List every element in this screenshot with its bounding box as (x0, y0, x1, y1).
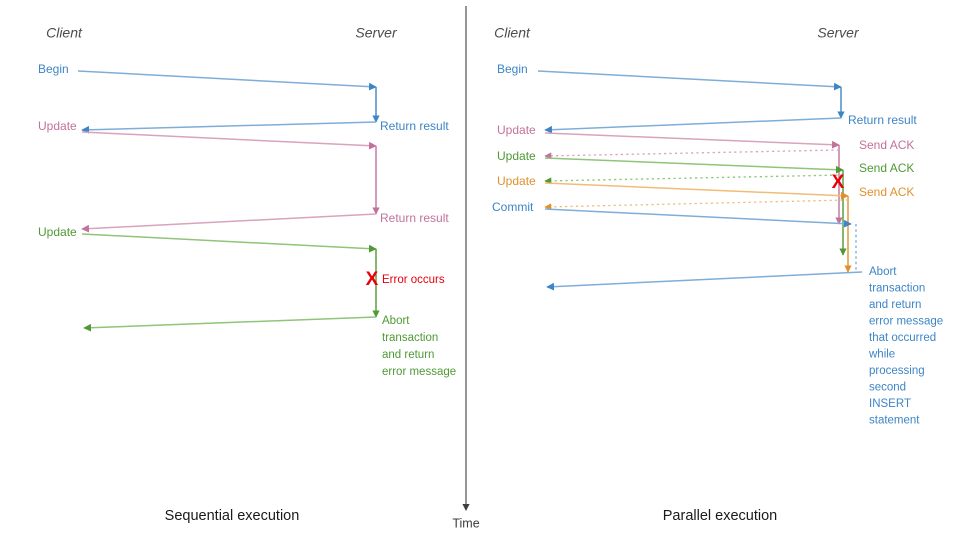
note-line: second (869, 382, 906, 394)
message-arrow (81, 233, 377, 253)
actor-label-server: Server (817, 25, 860, 41)
message-label: Update (38, 225, 77, 239)
message-arrow (81, 131, 377, 150)
panel-divider: Time (452, 6, 480, 530)
abort-note-parallel: Abort transaction and return error message t… (868, 266, 943, 427)
note-line: Abort (869, 266, 897, 278)
message-parallel-5: Send ACK (544, 161, 914, 185)
message-arrow (544, 132, 840, 149)
message-sequential-2: Update (38, 119, 377, 150)
message-label: Send ACK (859, 185, 914, 199)
note-line: that occurred (869, 332, 936, 344)
message-parallel-2: Update (497, 123, 840, 149)
message-sequential-4: Update (38, 225, 377, 253)
message-label: Return result (380, 119, 449, 133)
message-label: Update (38, 119, 77, 133)
message-parallel-7: Send ACK (544, 185, 914, 211)
note-line: Abort (382, 315, 410, 327)
message-parallel-4: Update (497, 149, 844, 174)
abort-note-sequential: Abort transaction and return error message (382, 315, 456, 378)
time-arrowhead (462, 504, 470, 511)
time-axis-label: Time (452, 516, 479, 530)
error-occurs-label: Error occurs (382, 274, 445, 286)
message-arrow (544, 199, 849, 211)
message-parallel-return-0 (546, 271, 863, 291)
message-label: Update (497, 123, 536, 137)
note-line: error message (382, 366, 456, 378)
note-line: statement (869, 415, 920, 427)
message-label: Update (497, 149, 536, 163)
message-arrow (544, 157, 844, 174)
note-line: transaction (869, 283, 925, 295)
message-label: Return result (848, 113, 917, 127)
message-arrow (81, 213, 377, 233)
actor-label-server: Server (355, 25, 398, 41)
message-sequential-1: Return result (81, 119, 449, 134)
message-sequential-3: Return result (81, 211, 449, 233)
message-parallel-3: Send ACK (544, 138, 914, 160)
message-arrow (544, 174, 844, 185)
error-x-icon: X (366, 269, 379, 290)
note-line: and return (382, 349, 434, 361)
message-arrow (81, 121, 377, 134)
message-parallel-1: Return result (544, 113, 917, 134)
error-marker-parallel: X (832, 172, 845, 193)
message-parallel-8: Commit (492, 200, 852, 228)
message-arrow (537, 70, 842, 91)
note-line: and return (869, 299, 921, 311)
actor-label-client: Client (494, 25, 531, 41)
message-arrow (544, 208, 852, 228)
note-line: error message (869, 316, 943, 328)
message-label: Send ACK (859, 161, 914, 175)
error-x-icon: X (832, 172, 845, 193)
message-label: Begin (38, 62, 69, 76)
message-arrow (544, 149, 840, 160)
message-arrow (83, 316, 377, 332)
actor-label-client: Client (46, 25, 83, 41)
message-sequential-0: Begin (38, 62, 377, 91)
note-line: INSERT (869, 398, 911, 410)
message-label: Send ACK (859, 138, 914, 152)
message-label: Return result (380, 211, 449, 225)
panel-caption-parallel: Parallel execution (663, 508, 777, 524)
note-line: processing (869, 365, 925, 377)
message-arrow (77, 70, 377, 91)
message-arrow (544, 117, 842, 134)
message-parallel-0: Begin (497, 62, 842, 91)
message-parallel-6: Update (497, 174, 849, 200)
message-arrow (544, 182, 849, 200)
note-line: while (868, 349, 895, 361)
message-sequential-return-0 (83, 316, 377, 332)
message-label: Update (497, 174, 536, 188)
note-line: transaction (382, 332, 438, 344)
message-label: Commit (492, 200, 534, 214)
message-label: Begin (497, 62, 528, 76)
panel-caption-sequential: Sequential execution (165, 508, 300, 524)
message-arrow (546, 271, 863, 291)
